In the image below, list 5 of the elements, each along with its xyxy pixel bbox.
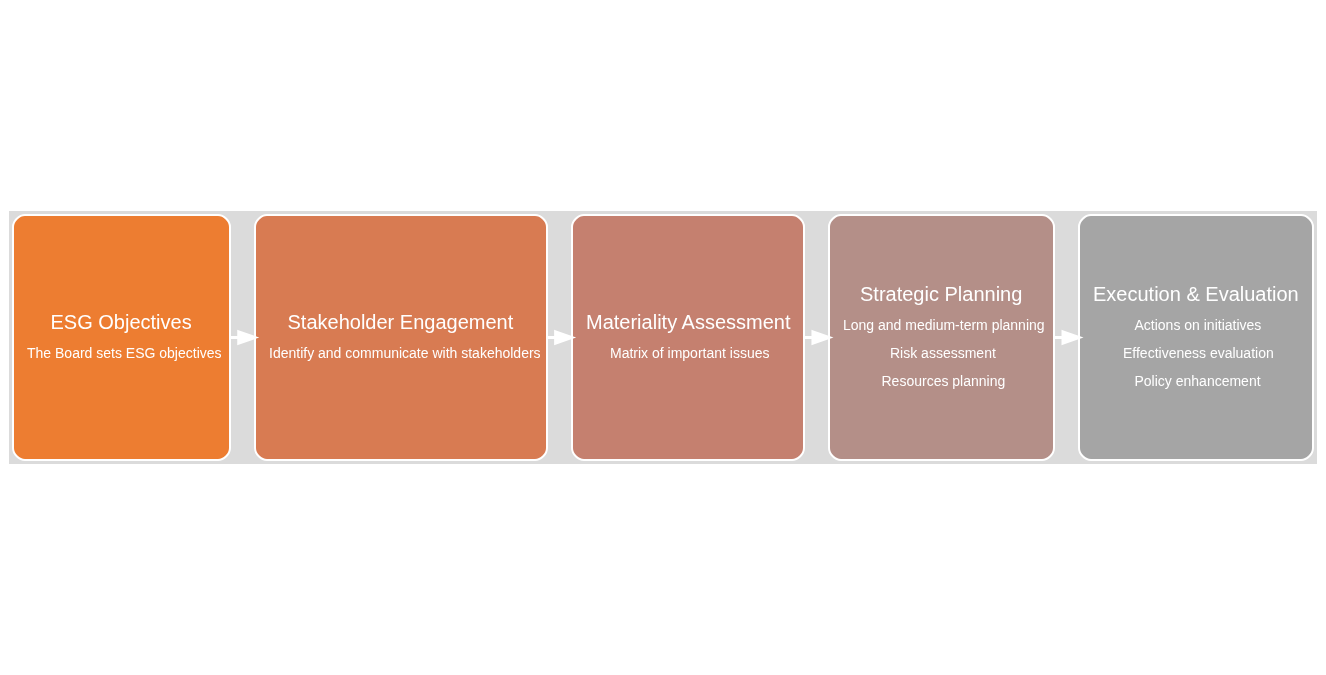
node-box: ESG Objectives The Board sets ESG objectives <box>12 214 231 461</box>
node-box: Strategic Planning Long and medium-term planning Risk assessment Resources planning <box>828 214 1055 461</box>
node-box: Execution & Evaluation Actions on initiatives Effectiveness evaluation Policy enhancement <box>1078 214 1314 461</box>
node-box: Materiality Assessment Matrix of important issues <box>571 214 805 461</box>
node-box: Stakeholder Engagement Identify and communicate with stakeholders <box>254 214 548 461</box>
